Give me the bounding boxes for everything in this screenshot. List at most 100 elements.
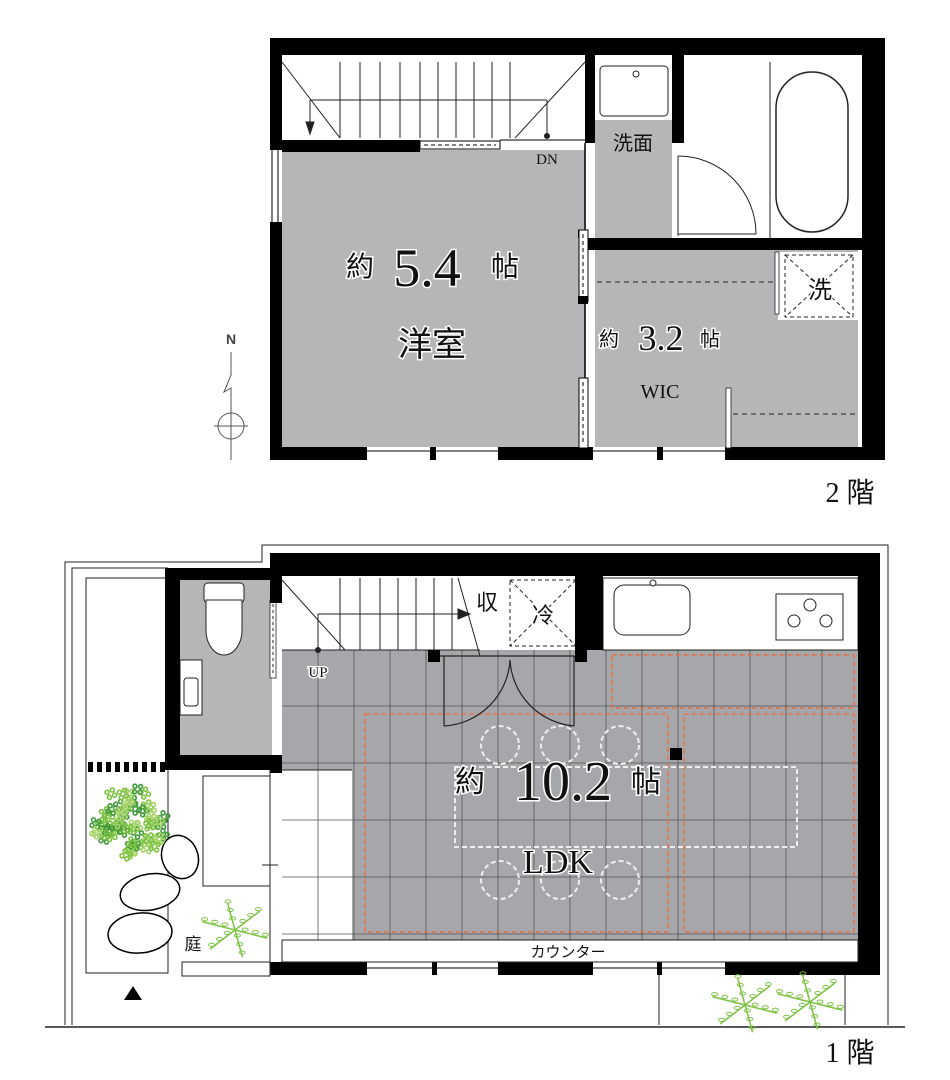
stove bbox=[775, 593, 844, 641]
leaf-mark bbox=[143, 810, 155, 823]
branch bbox=[202, 920, 236, 931]
leaf-mark bbox=[771, 1007, 779, 1012]
leaf-mark bbox=[121, 798, 136, 813]
leaf-mark bbox=[725, 1011, 733, 1016]
bedroom-area-size: 5.4 bbox=[393, 238, 461, 298]
floor-2-plan: 洗 DN 洗面 約 5.4 帖 洋室 約 3.2 帖 WIC 2 階 bbox=[270, 38, 885, 509]
north-compass-icon: N bbox=[214, 331, 248, 460]
stairs-dn-label: DN bbox=[536, 152, 558, 168]
leaf-mark bbox=[137, 786, 152, 800]
wic-area-size: 3.2 bbox=[639, 318, 684, 358]
leaf-mark bbox=[739, 991, 747, 996]
leaf-mark bbox=[799, 971, 807, 976]
branch bbox=[712, 995, 746, 1006]
entrance-marker-icon bbox=[124, 986, 142, 1000]
washbasin bbox=[599, 65, 669, 117]
plant-icon bbox=[711, 974, 779, 1033]
bathroom bbox=[684, 62, 862, 238]
leaf-mark bbox=[152, 832, 166, 846]
washer-box bbox=[784, 254, 854, 318]
leaf-mark bbox=[208, 942, 216, 947]
leaf-mark bbox=[734, 974, 742, 979]
leaf-mark bbox=[238, 950, 246, 955]
leaf-mark bbox=[119, 848, 133, 862]
leaf-mark bbox=[743, 1008, 751, 1013]
leaf-mark bbox=[813, 1022, 821, 1027]
leaf-mark bbox=[104, 787, 118, 801]
leaf-mark bbox=[731, 997, 739, 1002]
branch bbox=[809, 982, 836, 1003]
counter bbox=[281, 939, 859, 963]
leaf-mark bbox=[125, 836, 139, 850]
washroom-label: 洗面 bbox=[613, 132, 653, 155]
stairs-1f bbox=[281, 577, 481, 657]
leaf-mark bbox=[748, 1025, 756, 1030]
leaf-mark bbox=[223, 930, 231, 936]
branch bbox=[234, 929, 268, 940]
leaf-mark bbox=[145, 801, 157, 814]
ldk-name: LDK bbox=[523, 844, 593, 881]
up-arrow-icon bbox=[457, 608, 472, 620]
stairs-up-label: UP bbox=[308, 665, 327, 681]
ldk-area-size: 10.2 bbox=[514, 751, 612, 813]
leaf-mark bbox=[836, 1004, 844, 1009]
washer-space bbox=[778, 252, 858, 320]
branch bbox=[809, 1001, 843, 1012]
branch bbox=[801, 974, 811, 1003]
dining-set bbox=[454, 725, 798, 900]
kitchen-counter bbox=[602, 577, 859, 651]
branch bbox=[777, 992, 811, 1003]
leaf-mark bbox=[804, 988, 812, 993]
leaf-mark bbox=[132, 838, 145, 851]
leaf-mark bbox=[128, 802, 143, 816]
compass-label: N bbox=[226, 331, 236, 347]
leaf-mark bbox=[254, 907, 262, 912]
leaf-mark bbox=[157, 810, 171, 824]
branch bbox=[234, 910, 261, 931]
washer-label: 洗 bbox=[808, 277, 832, 304]
washroom-floor bbox=[595, 120, 672, 240]
garden-bench bbox=[85, 577, 169, 974]
leaf-mark bbox=[826, 1002, 834, 1007]
leaf-mark bbox=[761, 1005, 769, 1010]
leaf-mark bbox=[130, 826, 145, 840]
leaf-mark bbox=[148, 840, 161, 853]
step bbox=[181, 961, 271, 977]
leaf-mark bbox=[101, 829, 115, 843]
wic-area-label: 約 3.2 帖 bbox=[598, 317, 722, 360]
wic-area-unit: 帖 bbox=[700, 328, 720, 351]
leaf-mark bbox=[764, 982, 772, 987]
leaf-mark bbox=[121, 796, 136, 810]
leaf-mark bbox=[749, 993, 757, 999]
counter-label: カウンター bbox=[530, 944, 605, 961]
leaf-mark bbox=[751, 1002, 759, 1007]
leaf-mark bbox=[783, 1014, 791, 1019]
leaf-mark bbox=[215, 936, 223, 941]
ldk-area-label: 約 10.2 帖 bbox=[454, 750, 663, 815]
down-arrow-icon bbox=[305, 121, 315, 136]
bathtub bbox=[775, 71, 849, 233]
floor-tile-grid bbox=[282, 650, 858, 940]
leaf-mark bbox=[229, 916, 237, 921]
branch bbox=[744, 1004, 778, 1015]
entrance-floor bbox=[272, 770, 352, 940]
leaf-mark bbox=[808, 1005, 816, 1010]
ldk-area-unit: 帖 bbox=[631, 766, 661, 799]
leaf-mark bbox=[776, 989, 784, 994]
leaf-mark bbox=[801, 979, 809, 985]
bedroom-area-prefix: 約 bbox=[346, 251, 374, 283]
leaf-mark bbox=[226, 907, 234, 913]
leaf-mark bbox=[142, 832, 155, 845]
hand-basin bbox=[179, 659, 203, 716]
leaf-mark bbox=[811, 1013, 819, 1019]
garden-label: 庭 bbox=[185, 935, 202, 954]
branch bbox=[809, 1001, 819, 1030]
shrub-icon bbox=[89, 783, 171, 862]
bath-door bbox=[677, 155, 757, 236]
branch bbox=[744, 1004, 754, 1033]
leaf-mark bbox=[236, 941, 244, 947]
leaf-mark bbox=[721, 994, 729, 999]
plant-icon bbox=[201, 899, 269, 958]
leaf-mark bbox=[121, 822, 134, 835]
floor-1-plan: 冷 収 bbox=[45, 544, 905, 1069]
